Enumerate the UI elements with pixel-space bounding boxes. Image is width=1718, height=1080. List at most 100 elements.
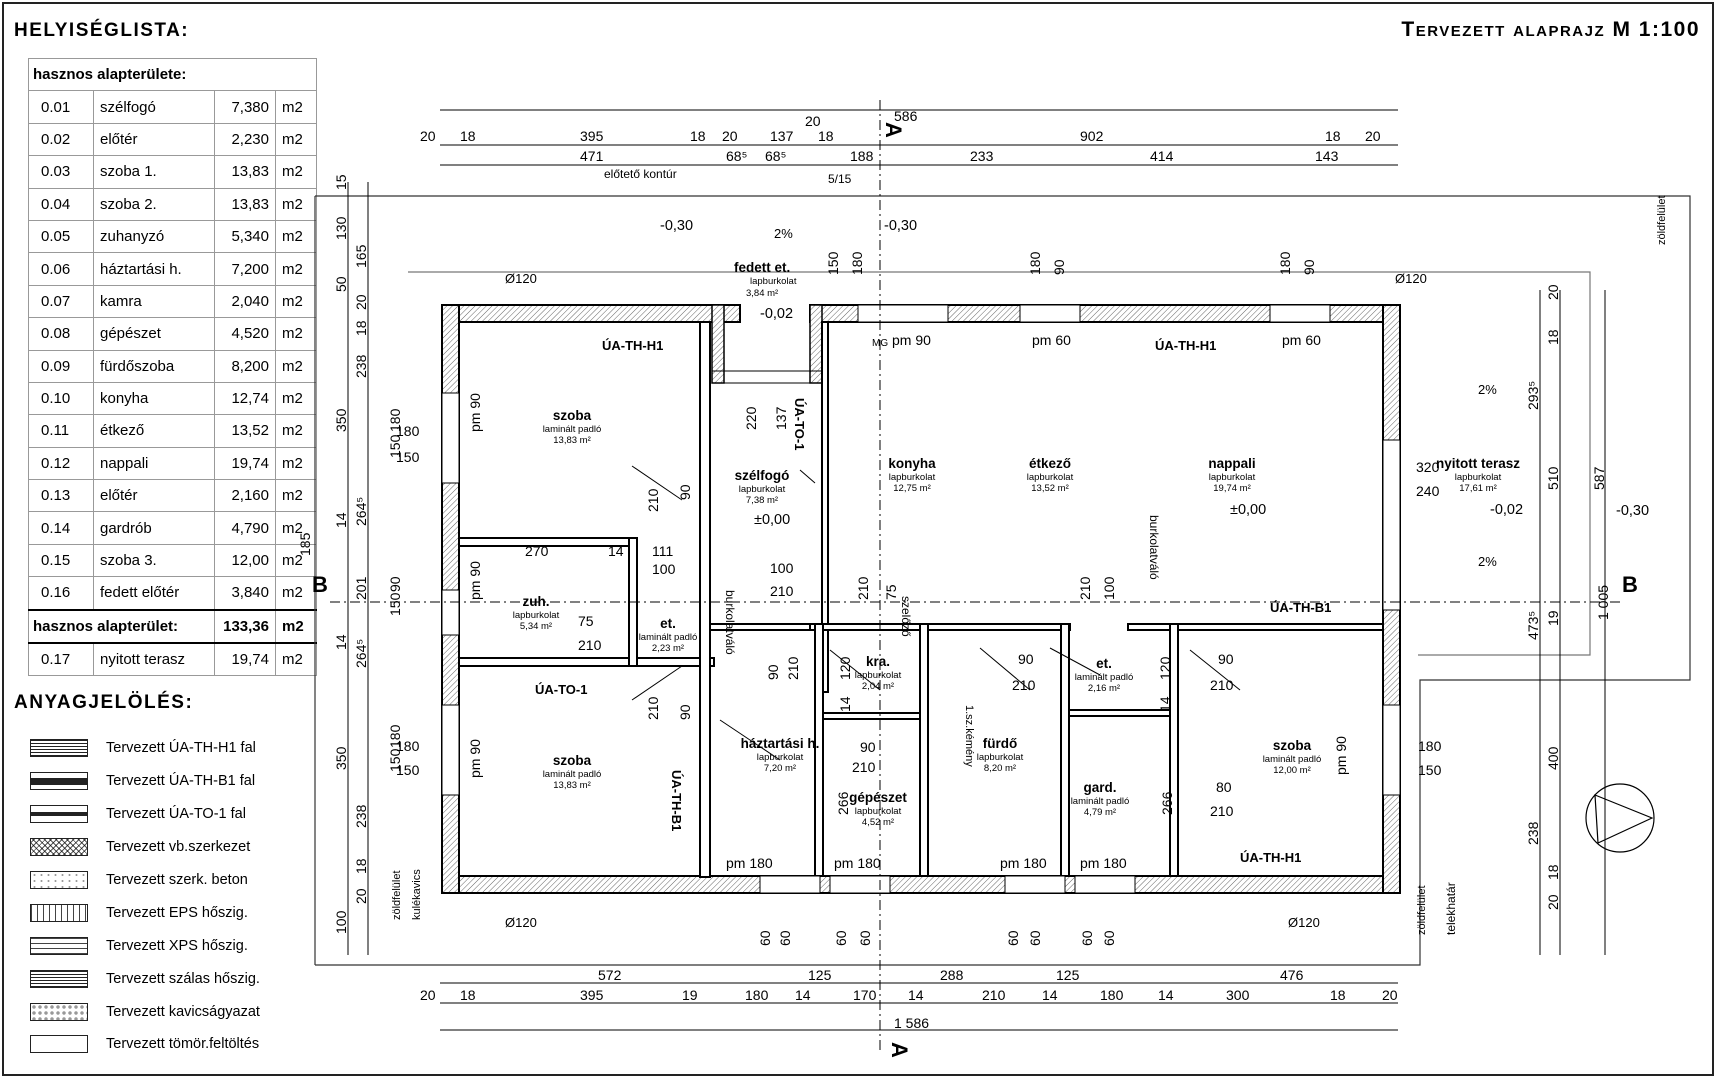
opening-dim: 180 [1027,251,1043,275]
room-unit: m2 [275,349,317,383]
opening-dim: 320 [1416,459,1440,475]
room-floor-label: lapburkolat [1209,472,1256,483]
wall-label-to1-b: ÚA-TO-1 [792,398,807,450]
dim-label: 18 [1545,864,1561,880]
room-name-label: szoba [553,408,592,423]
dim-label: 143 [1315,148,1339,164]
plan-title: Tervezett alaprajz M 1:100 [1401,18,1700,41]
wall-label-h1-c: ÚA-TH-H1 [1240,850,1301,865]
dim-label: 395 [580,128,604,144]
dim-label: 18 [353,858,369,874]
room-area-label: 4,79 m² [1084,807,1116,818]
room-floor-label: lapburkolat [757,752,804,763]
room-number: 0.16 [28,576,94,611]
legend-label: Tervezett szerk. beton [106,872,248,888]
room-area: 12,00 [214,543,276,578]
opening-dim: 210 [1210,677,1234,693]
opening-dim: 60 [833,930,849,946]
opening-dim: 90 [1301,259,1317,275]
phi-sw: Ø120 [505,915,537,930]
label-kemeny: 1.sz.kémény [963,705,975,767]
opening-dim: 60 [777,930,793,946]
label-burkolatvalo-2: burkolatváló [723,590,737,655]
room-floor-label: lapburkolat [739,484,786,495]
room-name-label: konyha [888,456,936,471]
room-floor-label: lapburkolat [513,610,560,621]
dim-label: 100 [333,910,349,934]
room-name: fürdőszoba [93,349,215,383]
dim-label: 473⁵ [1525,611,1541,640]
room-list-title: HELYISÉGLISTA: [14,20,190,41]
opening-dim: 60 [757,930,773,946]
level-terrace-east: -0,30 [1616,503,1649,519]
dim-label: 14 [908,987,924,1003]
dim-label: 293⁵ [1525,381,1541,410]
dim-label: 510 [1545,466,1561,490]
wall-label-b1-b: ÚA-TH-B1 [669,770,684,831]
room-area-label: 2,04 m² [862,681,894,692]
opening-dim: 90 [765,664,781,680]
wall-label-h1-b: ÚA-TH-H1 [1155,338,1216,353]
legend-item: Tervezett ÚA-TH-H1 fal [30,732,260,765]
dimension-lines [347,109,1606,1031]
interior-walls [458,321,1384,878]
room-area-label: 12,75 m² [893,483,931,494]
windows [441,304,1401,894]
legend-swatch [30,805,88,824]
level-ne: -0,30 [884,218,917,234]
wall-label-b1-a: ÚA-TH-B1 [1270,600,1331,615]
opening-dim: pm 60 [1282,332,1321,348]
section-lines [330,100,1620,1050]
dim-label: 238 [353,804,369,828]
room-area-label: 13,52 m² [1031,483,1069,494]
dim-label: 150 [387,748,403,772]
dim-label: 137 [770,128,794,144]
label-burkolatvalo-1: burkolatváló [1147,515,1161,580]
legend-item: Tervezett ÚA-TH-B1 fal [30,765,260,798]
label-zoldfelulet-ne: zöldfelület [1656,195,1668,245]
room-name: étkező [93,414,215,448]
dim-label: 165 [353,244,369,268]
room-area-label: 7,38 m² [746,495,778,506]
legend-swatch [30,739,88,758]
label-mg: MG [872,338,888,349]
room-floor-label: laminált padló [1071,796,1130,807]
dim-label: 233 [970,148,994,164]
legend-item: Tervezett tömör.feltöltés [30,1028,260,1061]
room-floor-label: lapburkolat [855,670,902,681]
dim-label: 180 [1100,987,1124,1003]
dim-label: 350 [333,746,349,770]
dim-label: 68⁵ [765,148,786,164]
opening-dim: 180 [396,423,420,439]
legend-swatch [30,1002,88,1021]
room-floor-label: laminált padló [543,424,602,435]
dim-label: 238 [1525,821,1541,845]
room-number: 0.08 [28,317,94,351]
opening-dim: pm 90 [467,393,483,432]
dim-label: 400 [1545,746,1561,770]
opening-dim: 180 [849,251,865,275]
opening-dim: pm 90 [467,561,483,600]
room-unit: m2 [275,155,317,189]
opening-dim: 90 [677,484,693,500]
dim-label: 14 [1158,987,1174,1003]
room-area-label: 17,61 m² [1459,483,1497,494]
room-total-area: 133,36 [214,608,276,645]
label-telekhatar: telekhatár [1444,882,1458,935]
room-name-label: nappali [1208,456,1255,471]
phi-se: Ø120 [1288,915,1320,930]
wall-label-to1-a: ÚA-TO-1 [535,682,587,697]
opening-dim: 120 [837,656,853,680]
room-name-label: szoba [553,753,592,768]
opening-dim: 210 [855,576,871,600]
opening-dim: 100 [770,560,794,576]
dim-label: 125 [1056,967,1080,983]
